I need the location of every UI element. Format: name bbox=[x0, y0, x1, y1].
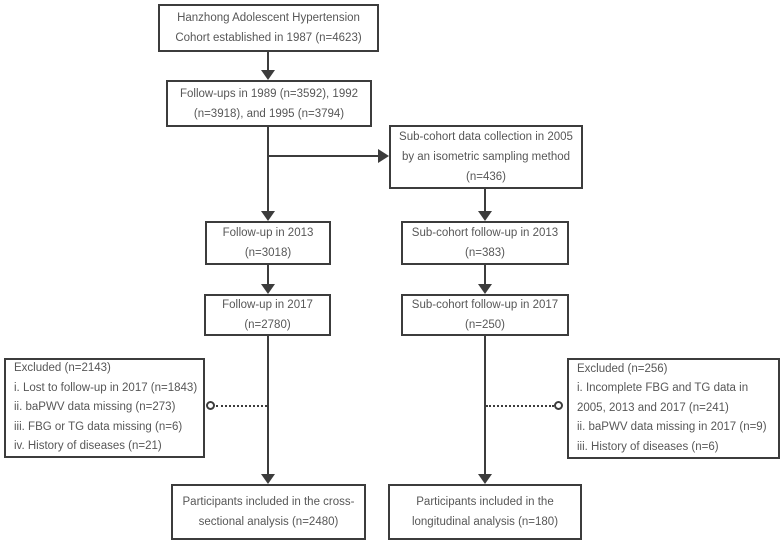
box-cohort-1987: Hanzhong Adolescent Hypertension Cohort … bbox=[158, 4, 379, 52]
box-subcohort-followup-2013-line-1: Sub-cohort follow-up in 2013 bbox=[411, 227, 559, 239]
excluded-left-item-1: i. Lost to follow-up in 2017 (n=1843) bbox=[14, 381, 198, 394]
box-followup-2017-line-1: Follow-up in 2017 bbox=[222, 299, 313, 311]
box-subcohort-followup-2017-line-2: (n=250) bbox=[465, 319, 505, 331]
arrowhead-2017-to-longitudinal bbox=[478, 474, 492, 484]
exclusion-node-circle-right bbox=[554, 401, 563, 410]
box-subcohort-2005-line-3: (n=436) bbox=[466, 171, 506, 183]
box-followup-2017-line-2: (n=2780) bbox=[244, 319, 291, 331]
arrowhead-followups-to-2013 bbox=[261, 211, 275, 221]
box-subcohort-2005: Sub-cohort data collection in 2005 by an… bbox=[389, 125, 583, 189]
excluded-left-item-3: iii. FBG or TG data missing (n=6) bbox=[14, 420, 183, 433]
connector-cohort-to-followups bbox=[267, 52, 269, 71]
connector-subcohort2005-to-2013 bbox=[484, 189, 486, 211]
dashed-connector-excluded-right bbox=[486, 405, 554, 407]
excluded-right-item-1b: 2005, 2013 and 2017 (n=241) bbox=[577, 401, 729, 414]
arrowhead-cohort-to-followups bbox=[261, 70, 275, 80]
connector-2013-to-2017-left bbox=[267, 265, 269, 284]
box-followup-2013: Follow-up in 2013 (n=3018) bbox=[205, 221, 331, 265]
box-subcohort-2005-line-1: Sub-cohort data collection in 2005 bbox=[399, 131, 573, 143]
box-subcohort-followup-2017: Sub-cohort follow-up in 2017 (n=250) bbox=[401, 294, 569, 336]
box-cohort-1987-line-2: Cohort established in 1987 (n=4623) bbox=[175, 32, 362, 44]
box-followup-2013-line-2: (n=3018) bbox=[244, 247, 292, 259]
box-followups-1989-1995: Follow-ups in 1989 (n=3592), 1992 (n=391… bbox=[166, 80, 372, 127]
box-cohort-1987-line-1: Hanzhong Adolescent Hypertension bbox=[177, 12, 360, 24]
connector-branch-to-subcohort-2005 bbox=[267, 155, 378, 157]
box-cross-sectional-line-1: Participants included in the cross- bbox=[182, 496, 355, 508]
excluded-right-title: Excluded (n=256) bbox=[577, 362, 668, 375]
box-longitudinal-line-2: longitudinal analysis (n=180) bbox=[411, 516, 559, 528]
connector-2017-to-cross-sectional bbox=[267, 336, 269, 474]
box-excluded-cross-sectional: Excluded (n=2143) i. Lost to follow-up i… bbox=[4, 358, 205, 458]
arrowhead-2013-to-2017-right bbox=[478, 284, 492, 294]
excluded-left-item-2: ii. baPWV data missing (n=273) bbox=[14, 401, 176, 414]
arrowhead-subcohort2005-to-2013 bbox=[478, 211, 492, 221]
arrowhead-2017-to-cross-sectional bbox=[261, 474, 275, 484]
box-cross-sectional-analysis: Participants included in the cross- sect… bbox=[171, 484, 366, 540]
arrowhead-2013-to-2017-left bbox=[261, 284, 275, 294]
exclusion-node-circle-left bbox=[206, 401, 215, 410]
box-followup-2013-line-1: Follow-up in 2013 bbox=[222, 227, 314, 239]
box-cross-sectional-line-2: sectional analysis (n=2480) bbox=[198, 516, 339, 528]
excluded-right-item-1a: i. Incomplete FBG and TG data in bbox=[577, 382, 749, 395]
excluded-right-item-2: ii. baPWV data missing in 2017 (n=9) bbox=[577, 421, 767, 434]
box-subcohort-2005-line-2: by an isometric sampling method bbox=[401, 151, 571, 163]
excluded-right-item-3: iii. History of diseases (n=6) bbox=[577, 440, 719, 453]
connector-2017-to-longitudinal bbox=[484, 336, 486, 474]
connector-followups-to-2013 bbox=[267, 127, 269, 211]
connector-2013-to-2017-right bbox=[484, 265, 486, 284]
arrowhead-branch-to-subcohort-2005 bbox=[378, 149, 389, 163]
box-followups-1989-1995-line-2: (n=3918), and 1995 (n=3794) bbox=[193, 107, 345, 120]
excluded-left-item-4: iv. History of diseases (n=21) bbox=[14, 440, 162, 453]
box-excluded-longitudinal: Excluded (n=256) i. Incomplete FBG and T… bbox=[567, 358, 780, 459]
box-subcohort-followup-2013-line-2: (n=383) bbox=[465, 247, 505, 259]
box-subcohort-followup-2017-line-1: Sub-cohort follow-up in 2017 bbox=[411, 299, 559, 311]
box-longitudinal-line-1: Participants included in the bbox=[416, 496, 554, 508]
box-followup-2017: Follow-up in 2017 (n=2780) bbox=[204, 294, 331, 336]
box-subcohort-followup-2013: Sub-cohort follow-up in 2013 (n=383) bbox=[401, 221, 569, 265]
dashed-connector-excluded-left bbox=[216, 405, 267, 407]
excluded-left-title: Excluded (n=2143) bbox=[14, 362, 111, 375]
box-longitudinal-analysis: Participants included in the longitudina… bbox=[388, 484, 582, 540]
box-followups-1989-1995-line-1: Follow-ups in 1989 (n=3592), 1992 bbox=[179, 87, 359, 100]
